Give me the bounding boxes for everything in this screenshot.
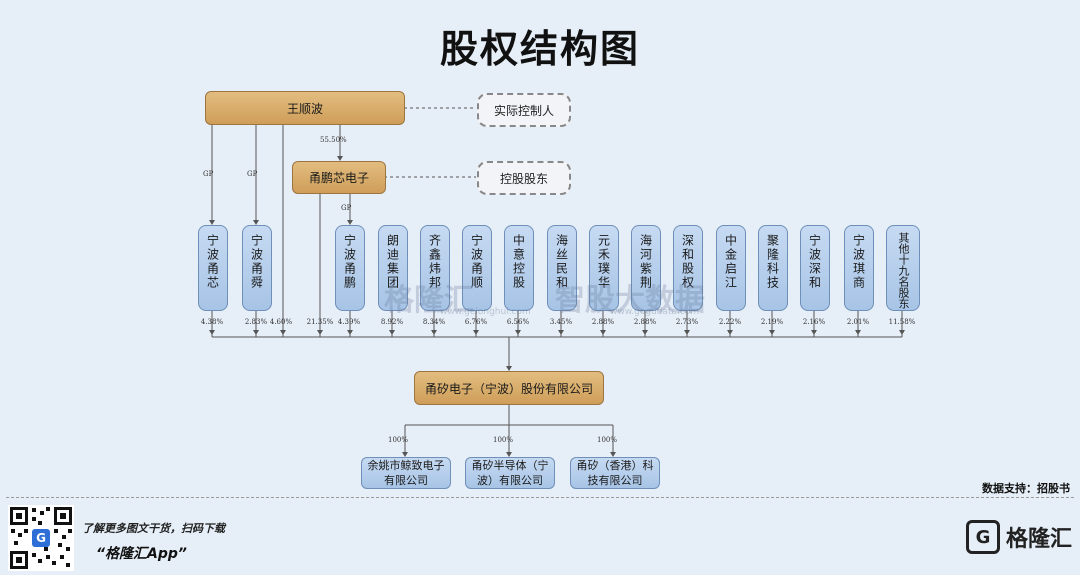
sub-pct: 100% (493, 436, 514, 444)
watermark-url-1: www.gelonghui.com (440, 307, 531, 317)
shareholder-box: 元禾璞华 (589, 225, 619, 311)
shareholder-box: 宁波甬顺 (462, 225, 492, 311)
shareholder-box: 海河紫荆 (631, 225, 661, 311)
bus-arrow (389, 330, 395, 335)
watermark-left: 格隆汇 (384, 283, 474, 318)
promo-app-name: “格隆汇App” (96, 546, 187, 562)
pct-label: 6.76% (464, 318, 488, 326)
company-name: 甬矽电子（宁波）股份有限公司 (424, 381, 593, 396)
sub-pct: 100% (388, 436, 409, 444)
bus-arrow (253, 330, 259, 335)
bus-arrow (558, 330, 564, 335)
pct-label: 2.22% (718, 318, 742, 326)
bus-arrow (317, 330, 323, 335)
pct-label: 3.45% (549, 318, 573, 326)
shareholder-box: 齐鑫炜邦 (420, 225, 450, 311)
sub-pct: 100% (597, 436, 618, 444)
page-title: 股权结构图 (439, 27, 640, 71)
shareholder-box: 海丝民和 (547, 225, 577, 311)
bus-arrow (347, 330, 353, 335)
holding-name: 甬鹏芯电子 (308, 171, 369, 185)
bus-arrow (769, 330, 775, 335)
holding-role: 控股股东 (499, 171, 548, 186)
bus-arrow (600, 330, 606, 335)
pct-label: 2.83% (244, 318, 268, 326)
bus-arrow (727, 330, 733, 335)
controller-node: 王顺波 (205, 91, 405, 125)
bus-arrow (209, 330, 215, 335)
pct-label: 2.88% (591, 318, 615, 326)
gp-label-3: GP (341, 204, 352, 212)
pct-label: 2.73% (675, 318, 699, 326)
controller-role: 实际控制人 (493, 103, 554, 118)
shareholder-box: 中金启江 (716, 225, 746, 311)
pct-label: 21.35% (306, 318, 334, 326)
shareholder-box: 宁波甬舜 (242, 225, 272, 311)
shareholder-box: 宁波琪商 (844, 225, 874, 311)
pct-label: 2.16% (802, 318, 826, 326)
pct-label: 6.56% (506, 318, 530, 326)
controller-role-node: 实际控制人 (477, 93, 571, 127)
bus-arrow (280, 330, 286, 335)
pct-label: 4.38% (200, 318, 224, 326)
bus-arrow (811, 330, 817, 335)
shareholder-box: 中意控股 (504, 225, 534, 311)
qr-code-icon[interactable]: G (8, 505, 74, 571)
bus-arrow (899, 330, 905, 335)
shareholder-box: 朗迪集团 (378, 225, 408, 311)
subsidiary-node: 甬矽半导体（宁 波）有限公司 (465, 457, 555, 489)
bus-arrow (431, 330, 437, 335)
company-node: 甬矽电子（宁波）股份有限公司 (414, 371, 604, 405)
bus-arrow (855, 330, 861, 335)
pct-label: 8.92% (380, 318, 404, 326)
footer-divider (6, 497, 1074, 498)
pct-label: 11.58% (888, 318, 916, 326)
holding-node: 甬鹏芯电子 (292, 161, 386, 194)
shareholder-box: 宁波甬鹏 (335, 225, 365, 311)
bus-arrow (473, 330, 479, 335)
connector-lines (209, 107, 905, 457)
shareholder-box: 宁波深和 (800, 225, 830, 311)
holding-role-node: 控股股东 (477, 161, 571, 195)
bus-arrow (515, 330, 521, 335)
shareholder-box: 宁波甬芯 (198, 225, 228, 311)
pct-label: 2.88% (633, 318, 657, 326)
holding-pct: 55.50% (320, 136, 347, 144)
controller-name: 王顺波 (286, 101, 323, 116)
brand-mark-icon: G (965, 520, 1000, 554)
data-source: 数据支持：招股书 (982, 482, 1070, 495)
gp-label-1: GP (203, 170, 214, 178)
bus-arrow (642, 330, 648, 335)
gp-label-2: GP (247, 170, 258, 178)
pct-label: 4.60% (269, 318, 293, 326)
subsidiary-node: 甬矽（香港）科 技有限公司 (570, 457, 660, 489)
svg-text:G: G (36, 531, 46, 545)
pct-label: 2.01% (846, 318, 870, 326)
brand-logo: G 格隆汇 (965, 520, 1072, 554)
pct-label: 4.39% (337, 318, 361, 326)
pct-label: 8.34% (422, 318, 446, 326)
subsidiary-node: 余姚市鲸致电子 有限公司 (361, 457, 451, 489)
watermark-right: 智股大数据 (555, 283, 705, 318)
promo-text: 了解更多图文干货，扫码下载 (82, 522, 225, 535)
bus-arrow (684, 330, 690, 335)
brand-name: 格隆汇 (1005, 527, 1072, 552)
shareholder-box: 深和股权 (673, 225, 703, 311)
watermark-url-2: www.gogudata.com (610, 307, 700, 317)
pct-label: 2.19% (760, 318, 784, 326)
shareholder-box: 聚隆科技 (758, 225, 788, 311)
shareholder-box: 其他十九名股东 (886, 225, 920, 311)
